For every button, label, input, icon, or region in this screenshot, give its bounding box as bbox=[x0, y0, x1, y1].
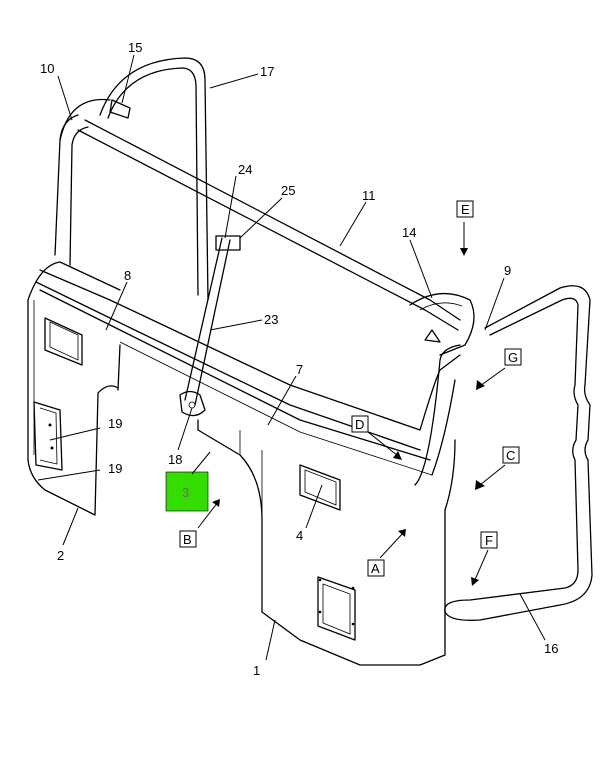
callout-25: 25 bbox=[281, 183, 295, 198]
roof-grab-handle bbox=[59, 57, 209, 301]
view-label-B: B bbox=[183, 532, 192, 547]
view-label-D: D bbox=[355, 417, 364, 432]
front-lower-panel bbox=[27, 261, 456, 666]
part-3-highlight[interactable] bbox=[165, 471, 209, 512]
callout-23: 23 bbox=[264, 312, 278, 327]
callout-14: 14 bbox=[402, 225, 416, 240]
view-label-A: A bbox=[371, 561, 380, 576]
left-side-panel bbox=[27, 299, 119, 516]
callout-24: 24 bbox=[238, 162, 252, 177]
callout-3: 3 bbox=[182, 485, 189, 500]
view-label-G: G bbox=[508, 350, 518, 365]
callout-10: 10 bbox=[40, 61, 54, 76]
callout-9: 9 bbox=[504, 263, 511, 278]
callout-17: 17 bbox=[260, 64, 274, 79]
callout-19-upper: 19 bbox=[108, 416, 122, 431]
view-label-F: F bbox=[485, 533, 493, 548]
view-label-boxes: E G D C F B A bbox=[179, 200, 522, 577]
callout-1: 1 bbox=[253, 663, 260, 678]
grab-handles bbox=[44, 317, 341, 511]
callout-11: 11 bbox=[362, 188, 376, 203]
corner-bracket bbox=[409, 292, 475, 356]
callout-15: 15 bbox=[128, 40, 142, 55]
callout-19-lower: 19 bbox=[108, 461, 122, 476]
view-label-E: E bbox=[461, 202, 470, 217]
callout-7: 7 bbox=[296, 362, 303, 377]
door-seal bbox=[444, 285, 593, 621]
callout-18: 18 bbox=[168, 452, 182, 467]
callout-8: 8 bbox=[124, 268, 131, 283]
callout-16: 16 bbox=[544, 641, 558, 656]
view-arrows bbox=[197, 222, 506, 586]
callout-4: 4 bbox=[296, 528, 303, 543]
view-label-C: C bbox=[506, 448, 515, 463]
callout-2: 2 bbox=[57, 548, 64, 563]
callout-labels: 15 10 17 24 25 11 14 9 8 23 7 19 19 18 3… bbox=[40, 40, 558, 678]
center-post bbox=[179, 235, 241, 417]
leader-lines bbox=[37, 54, 546, 661]
